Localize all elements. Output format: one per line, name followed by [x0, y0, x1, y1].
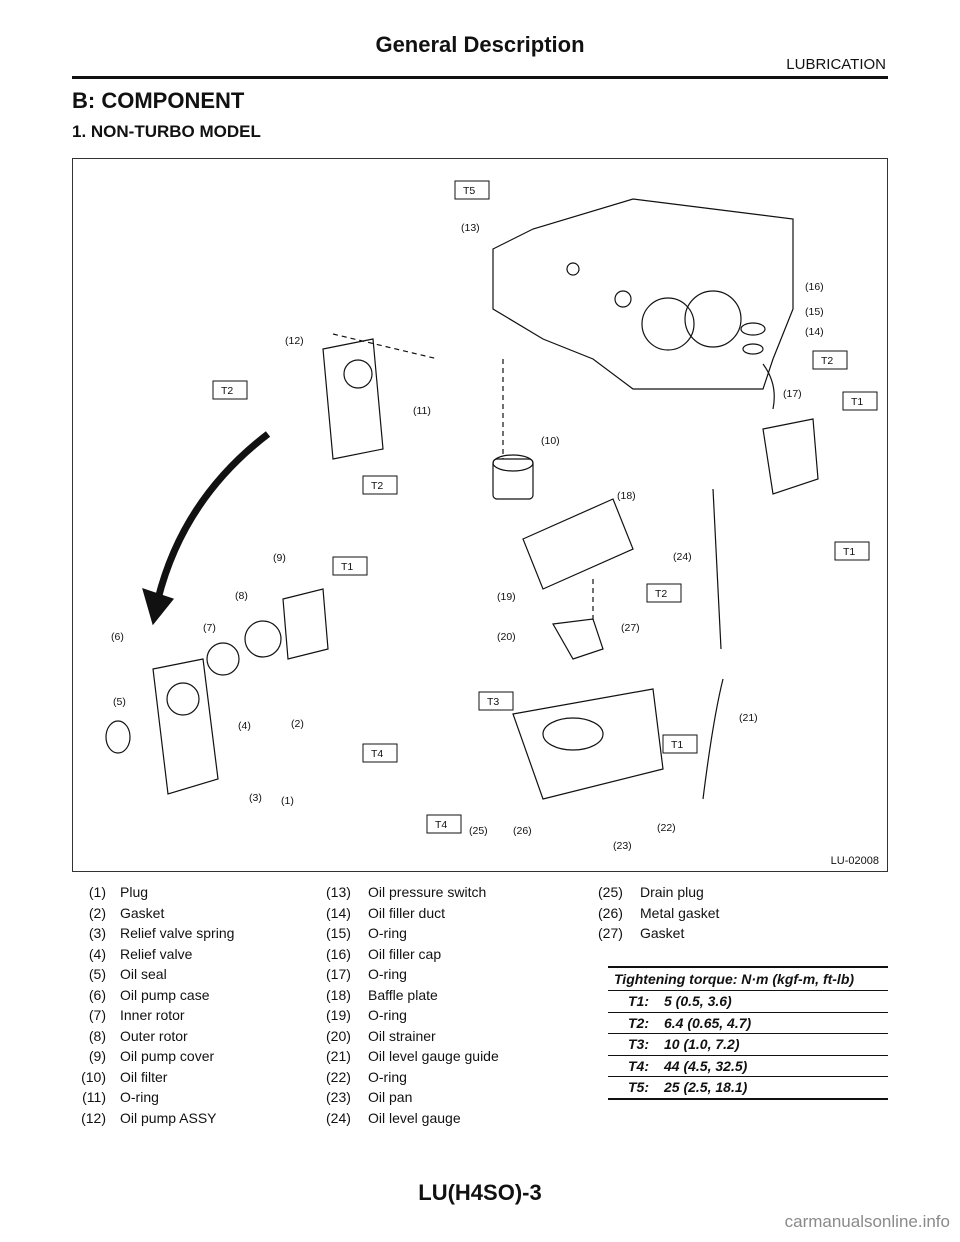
page-title: General Description — [375, 32, 585, 57]
legend-row: (4)Relief valve — [88, 945, 193, 962]
torque-table: Tightening torque: N·m (kgf-m, ft-lb) T1… — [608, 966, 888, 1100]
callout-13: (13) — [461, 222, 480, 234]
legend-row: (9)Oil pump cover — [88, 1048, 215, 1064]
tag-t2-b: T2 — [371, 480, 383, 492]
tag-t1-a: T1 — [341, 561, 353, 573]
callout-15: (15) — [805, 306, 824, 318]
legend-row: (8)Outer rotor — [88, 1027, 188, 1044]
torque-tags: T5 T2 T2 T2 T2 T1 T1 T1 T1 T3 T4 T4 — [212, 180, 878, 834]
tag-t4-b: T4 — [435, 819, 447, 831]
diagram-drawing: T5 T2 T2 T2 T2 T1 T1 T1 T1 T3 T4 T4 (1) … — [105, 180, 878, 852]
exploded-diagram: T5 T2 T2 T2 T2 T1 T1 T1 T1 T3 T4 T4 (1) … — [72, 158, 888, 872]
legend-row: (11)O-ring — [82, 1089, 159, 1105]
tag-t1-d: T1 — [671, 739, 683, 751]
callout-8: (8) — [235, 590, 248, 602]
legend-row: (19)O-ring — [326, 1007, 407, 1023]
legend-row: (3)Relief valve spring — [88, 925, 235, 941]
oil-strainer — [552, 618, 604, 660]
legend-row: (24)Oil level gauge — [326, 1109, 461, 1126]
tag-t2-d: T2 — [655, 588, 667, 600]
tag-t3: T3 — [487, 696, 499, 708]
section-heading: B: COMPONENT — [72, 88, 245, 113]
legend-row: (2)Gasket — [88, 904, 165, 921]
callout-1: (1) — [281, 795, 294, 807]
tag-t4-a: T4 — [371, 748, 383, 760]
callout-16: (16) — [805, 281, 824, 293]
page-number: LU(H4SO)-3 — [418, 1180, 542, 1205]
callout-10: (10) — [541, 435, 560, 447]
legend-row: (7)Inner rotor — [88, 1007, 185, 1023]
callout-18: (18) — [617, 490, 636, 502]
legend-row: (17)O-ring — [326, 966, 407, 982]
callout-20: (20) — [497, 631, 516, 643]
section-name: LUBRICATION — [786, 56, 886, 73]
callout-5: (5) — [113, 696, 126, 708]
legend-row: (21)Oil level gauge guide — [326, 1048, 499, 1064]
legend-row: (20)Oil strainer — [326, 1027, 436, 1044]
sub-heading: 1. NON-TURBO MODEL — [72, 122, 261, 141]
legend-row: (6)Oil pump case — [88, 986, 210, 1003]
tag-t5: T5 — [463, 185, 475, 197]
watermark: carmanualsonline.info — [784, 1212, 950, 1231]
callout-27: (27) — [621, 622, 640, 634]
callout-9: (9) — [273, 552, 286, 564]
tag-t1-b: T1 — [851, 396, 863, 408]
tag-t1-c: T1 — [843, 546, 855, 558]
oil-filter — [492, 458, 534, 500]
legend-row: (25)Drain plug — [598, 884, 704, 900]
callout-21: (21) — [739, 712, 758, 724]
callout-19: (19) — [497, 591, 516, 603]
oil-pump-assy — [322, 338, 384, 460]
legend-column-1: (1)Plug (2)Gasket (3)Relief valve spring… — [72, 884, 234, 1130]
callout-4: (4) — [238, 720, 251, 732]
engine-block — [492, 198, 794, 390]
legend-row: (26)Metal gasket — [598, 904, 720, 921]
torque-row: T3:10 (1.0, 7.2) — [608, 1034, 888, 1056]
callout-12: (12) — [285, 335, 304, 347]
callout-25: (25) — [469, 825, 488, 837]
legend-row: (1)Plug — [88, 884, 149, 900]
tag-t2-c: T2 — [821, 355, 833, 367]
figure-code: LU-02008 — [830, 855, 879, 867]
callout-6: (6) — [111, 631, 124, 643]
legend-row: (23)Oil pan — [326, 1089, 413, 1105]
legend-row: (22)O-ring — [326, 1068, 407, 1085]
legend-row: (18)Baffle plate — [326, 986, 438, 1003]
legend-row: (15)O-ring — [326, 925, 407, 941]
header-divider — [72, 76, 888, 79]
callout-23: (23) — [613, 840, 632, 852]
legend-column-2: (13)Oil pressure switch (14)Oil filler d… — [326, 884, 596, 1130]
legend-row: (12)Oil pump ASSY — [81, 1109, 217, 1126]
legend-row: (16)Oil filler cap — [326, 945, 442, 962]
callout-24: (24) — [673, 551, 692, 563]
callout-3: (3) — [249, 792, 262, 804]
callouts: (1) (2) (3) (4) (5) (6) (7) (8) (9) (10)… — [111, 222, 824, 852]
legend-row: (10)Oil filter — [81, 1068, 168, 1085]
callout-2: (2) — [291, 718, 304, 730]
legend-row: (13)Oil pressure switch — [326, 884, 487, 900]
callout-22: (22) — [657, 822, 676, 834]
torque-row: T4:44 (4.5, 32.5) — [608, 1056, 888, 1077]
callout-17: (17) — [783, 388, 802, 400]
torque-title: Tightening torque: N·m (kgf-m, ft-lb) — [608, 966, 888, 991]
torque-row: T1:5 (0.5, 3.6) — [608, 991, 888, 1013]
legend-row: (27)Gasket — [598, 925, 685, 941]
oil-pan — [512, 688, 664, 800]
callout-26: (26) — [513, 825, 532, 837]
legend-row: (5)Oil seal — [88, 966, 167, 982]
legend-row: (14)Oil filler duct — [326, 904, 446, 921]
torque-row: T5:25 (2.5, 18.1) — [608, 1077, 888, 1100]
callout-7: (7) — [203, 622, 216, 634]
legend-column-3: (25)Drain plug (26)Metal gasket (27)Gask… — [598, 884, 719, 946]
tag-t2-a: T2 — [221, 385, 233, 397]
oil-pump-case — [152, 658, 219, 795]
callout-11: (11) — [413, 405, 431, 417]
callout-14: (14) — [805, 326, 824, 338]
torque-row: T2:6.4 (0.65, 4.7) — [608, 1013, 888, 1034]
baffle-plate — [522, 498, 634, 590]
oil-filler-cap — [740, 322, 766, 336]
